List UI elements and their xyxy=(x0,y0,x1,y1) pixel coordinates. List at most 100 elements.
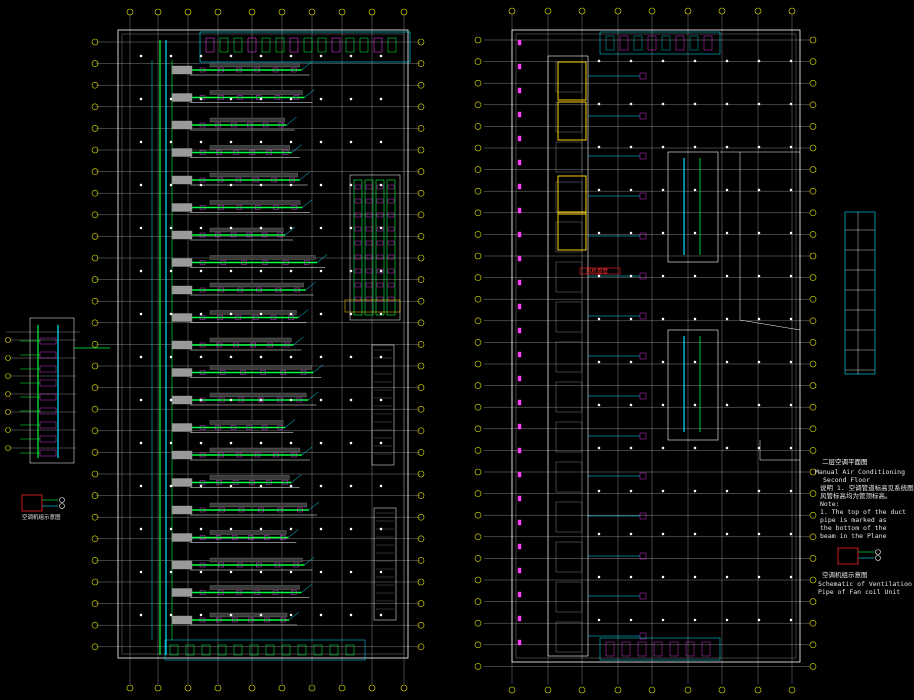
right-axis-bubble xyxy=(474,576,482,584)
left-shaft-grille xyxy=(365,198,373,204)
left-diffuser xyxy=(272,67,279,73)
right-column xyxy=(693,59,697,63)
right-legend-symbol xyxy=(875,549,881,555)
detail-axis-bubble xyxy=(5,373,11,379)
left-axis-bubble xyxy=(417,168,425,175)
left-column xyxy=(259,355,263,359)
left-shaft-grille xyxy=(354,268,362,274)
right-axis-bubble xyxy=(474,187,482,195)
left-diffuser xyxy=(235,177,242,183)
right-edge-marker xyxy=(517,591,522,598)
left-diffuser xyxy=(277,425,283,430)
right-column xyxy=(661,532,665,536)
left-diffuser xyxy=(249,150,256,155)
left-axis-bubble xyxy=(91,621,99,629)
right-axis-bubble xyxy=(809,36,817,44)
left-column xyxy=(379,226,383,230)
right-diffuser xyxy=(639,432,647,440)
left-diffuser xyxy=(218,590,224,595)
right-column xyxy=(597,446,601,450)
left-column xyxy=(259,312,263,316)
note-en-line3: pipe is marked as xyxy=(820,516,887,524)
right-column xyxy=(629,446,633,450)
left-axis-bubble xyxy=(184,684,192,692)
left-axis-bubble xyxy=(91,470,99,478)
left-diffuser xyxy=(277,397,283,403)
left-column xyxy=(289,484,293,488)
left-diffuser xyxy=(216,342,223,348)
right-diffuser xyxy=(639,592,647,600)
left-top-equipment xyxy=(345,37,355,53)
right-top-unit xyxy=(647,35,657,51)
left-diffuser xyxy=(278,122,285,128)
left-column xyxy=(349,441,353,445)
left-room-shading xyxy=(209,447,301,453)
right-axis-bubble xyxy=(474,533,482,541)
detail-axis-bubble xyxy=(5,427,11,433)
left-axis-bubble xyxy=(91,125,99,132)
equipment-schedule-table xyxy=(844,211,876,375)
left-bottom-unit xyxy=(233,644,243,656)
note-cn-line1: 说明 1. 空调管道标高见系统图 xyxy=(820,484,914,492)
left-diffuser xyxy=(291,590,297,595)
right-axis-bubble xyxy=(754,7,762,15)
right-column xyxy=(757,231,761,235)
right-bottom-unit xyxy=(653,641,663,657)
right-column xyxy=(757,188,761,192)
left-branch-end xyxy=(291,474,302,483)
right-column xyxy=(597,360,601,364)
left-shaft-grille xyxy=(387,268,395,274)
left-diffuser xyxy=(246,425,252,430)
left-room-shading xyxy=(209,420,284,425)
left-diffuser xyxy=(289,177,295,183)
left-column xyxy=(229,355,233,359)
left-branch-end xyxy=(299,171,310,181)
left-shaft-grille xyxy=(387,198,395,204)
left-column xyxy=(319,441,323,445)
right-column xyxy=(597,532,601,536)
left-building-outline xyxy=(117,29,409,659)
left-column xyxy=(229,398,233,402)
left-column xyxy=(199,398,203,402)
right-column xyxy=(789,102,793,106)
left-diffuser xyxy=(230,425,237,430)
left-shaft-grille xyxy=(365,282,373,288)
left-diffuser xyxy=(199,617,206,623)
left-diffuser xyxy=(282,150,289,155)
right-top-unit xyxy=(675,35,685,51)
left-column xyxy=(289,398,293,402)
right-column xyxy=(597,102,601,106)
right-axis-bubble xyxy=(809,425,817,433)
right-column xyxy=(693,618,697,622)
left-column xyxy=(139,269,143,273)
right-diffuser xyxy=(639,312,647,320)
left-diffuser xyxy=(296,397,303,403)
left-diffuser xyxy=(261,425,268,430)
right-axis-bubble xyxy=(809,231,817,238)
left-diffuser xyxy=(266,480,272,485)
left-diffuser xyxy=(199,122,206,128)
right-column xyxy=(661,59,665,63)
left-diffuser xyxy=(262,122,269,128)
left-column xyxy=(259,54,263,58)
right-axis-bubble xyxy=(474,339,482,346)
left-branch-end xyxy=(286,116,297,126)
left-bottom-unit xyxy=(169,644,179,656)
right-axis-bubble xyxy=(809,252,817,260)
right-column xyxy=(789,489,793,493)
right-column xyxy=(629,188,633,192)
right-axis-bubble xyxy=(474,295,482,303)
left-diffuser xyxy=(254,452,261,458)
right-building-inner-outline xyxy=(515,33,797,659)
left-bottom-unit xyxy=(185,644,195,656)
left-axis-bubble xyxy=(91,38,99,46)
left-fan-coil-unit xyxy=(171,588,193,597)
right-column xyxy=(725,575,729,579)
left-column xyxy=(289,269,293,273)
right-diffuser xyxy=(639,392,647,400)
left-branch-end xyxy=(304,556,315,566)
left-diffuser xyxy=(294,287,300,293)
left-diffuser xyxy=(271,177,278,183)
left-shaft-header xyxy=(344,299,401,313)
left-room-shading xyxy=(209,502,308,508)
